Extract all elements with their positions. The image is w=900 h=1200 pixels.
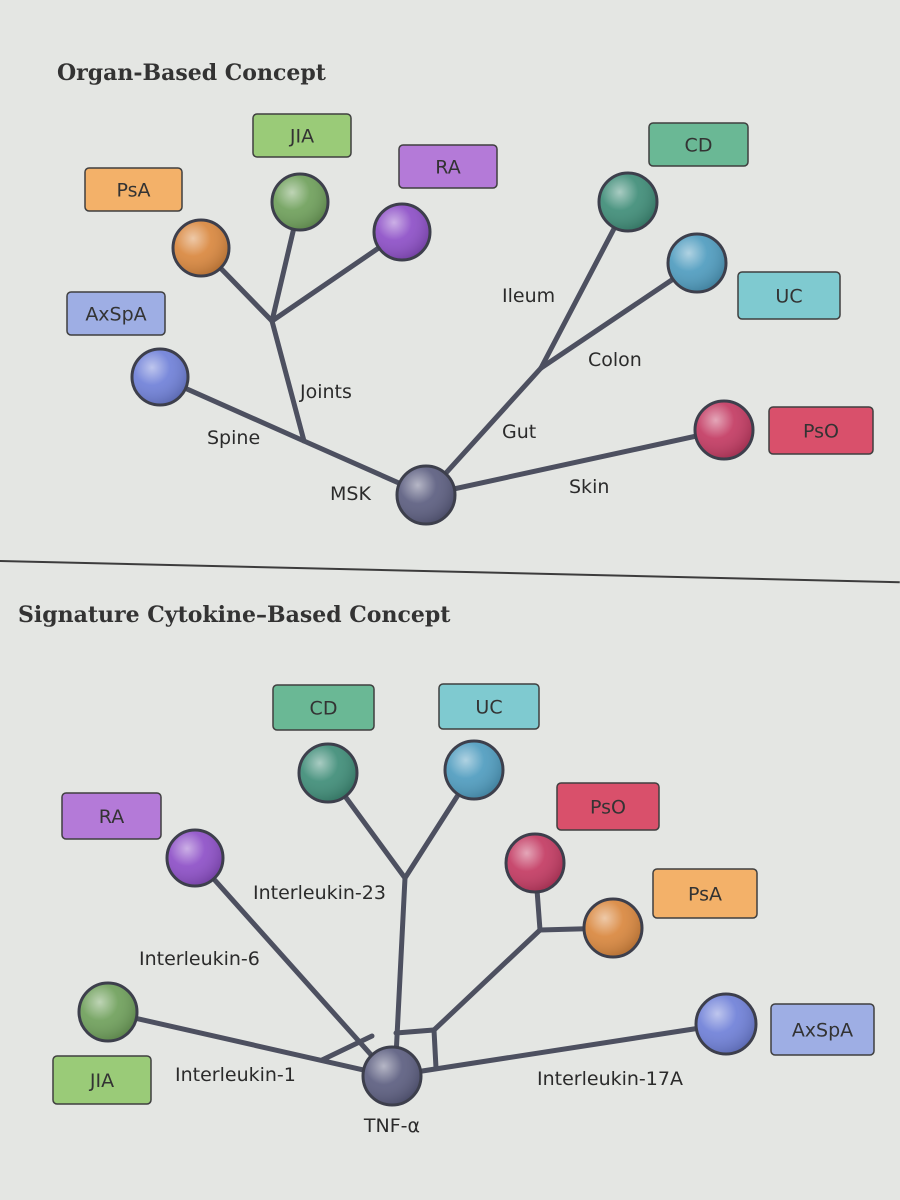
cytokine-badge-cd: CD: [272, 684, 375, 731]
organ-badge-ra: RA: [398, 144, 498, 189]
organ-node-jia: [270, 172, 330, 232]
organ-section-title: Organ-Based Concept: [57, 60, 326, 86]
organ-node-cd: [597, 171, 659, 233]
edge-skin: [423, 427, 727, 498]
organ-badge-axspa: AxSpA: [66, 291, 166, 336]
cytokine-section-title: Signature Cytokine–Based Concept: [18, 602, 451, 628]
edge-to-pso-psa-stem: [431, 927, 543, 1033]
organ-badge-uc-label: UC: [775, 286, 802, 308]
organ-badge-uc: UC: [737, 271, 841, 320]
branch-label-ileum: Ileum: [502, 285, 555, 307]
cytokine-badge-axspa-label: AxSpA: [792, 1020, 853, 1042]
organ-root-label: MSK: [330, 483, 371, 505]
edge-ileum: [538, 199, 631, 371]
edge-il23-stem: [392, 875, 408, 1079]
cytokine-badge-ra-label: RA: [99, 806, 124, 828]
organ-badge-ra-label: RA: [435, 157, 460, 179]
organ-node-ra: [372, 202, 432, 262]
organ-badge-pso: PsO: [768, 406, 874, 455]
organ-badge-axspa-label: AxSpA: [85, 304, 146, 326]
cytokine-badge-pso-label: PsO: [590, 797, 626, 819]
organ-node-pso: [693, 399, 755, 461]
branch-label-spine: Spine: [207, 427, 260, 449]
organ-badge-jia-label: JIA: [289, 126, 314, 148]
edge-il6: [192, 855, 393, 1079]
organ-node-axspa: [130, 347, 190, 407]
organ-badge-cd: CD: [648, 122, 749, 167]
cytokine-badge-ra: RA: [61, 792, 162, 840]
organ-root-node: [395, 464, 457, 526]
organ-badge-psa: PsA: [84, 167, 183, 212]
organ-badge-pso-label: PsO: [803, 421, 839, 443]
branch-label-il1: Interleukin-1: [175, 1064, 296, 1086]
branch-label-il17a: Interleukin-17A: [537, 1068, 683, 1090]
branch-label-il6: Interleukin-6: [139, 948, 260, 970]
cytokine-badge-cd-label: CD: [310, 698, 338, 720]
organ-badge-psa-label: PsA: [116, 180, 150, 202]
cytokine-node-ra: [165, 828, 225, 888]
edge-il1: [105, 1009, 393, 1079]
edge-il1-offset: [319, 1033, 375, 1063]
branch-label-joints: Joints: [299, 381, 352, 403]
edge-colon: [538, 260, 700, 371]
cytokine-root-node: [361, 1045, 423, 1107]
cytokine-badge-pso: PsO: [556, 782, 660, 831]
branch-label-gut: Gut: [502, 421, 536, 443]
cytokine-node-cd: [297, 742, 359, 804]
branch-label-colon: Colon: [588, 349, 642, 371]
cytokine-node-psa: [582, 897, 644, 959]
edge-il17a: [387, 1021, 729, 1079]
organ-badge-jia: JIA: [252, 113, 352, 158]
cytokine-node-uc: [443, 739, 505, 801]
organ-node-uc: [666, 232, 728, 294]
cytokine-badge-uc: UC: [438, 683, 540, 730]
branch-label-skin: Skin: [569, 476, 609, 498]
organ-node-psa: [171, 218, 231, 278]
cytokine-badge-uc-label: UC: [475, 697, 502, 719]
cytokine-badge-jia: JIA: [52, 1055, 152, 1105]
branch-label-il23: Interleukin-23: [253, 882, 386, 904]
cytokine-badge-psa: PsA: [652, 868, 758, 919]
edge-joints: [269, 318, 307, 444]
cytokine-node-axspa: [694, 992, 758, 1056]
organ-badge-cd-label: CD: [685, 135, 713, 157]
cytokine-badge-axspa: AxSpA: [770, 1003, 875, 1056]
cytokine-badge-psa-label: PsA: [688, 884, 722, 906]
cytokine-node-pso: [504, 832, 566, 894]
cytokine-root-label: TNF-α: [363, 1115, 420, 1137]
cytokine-badge-jia-label: JIA: [89, 1070, 114, 1092]
cytokine-node-jia: [77, 981, 139, 1043]
